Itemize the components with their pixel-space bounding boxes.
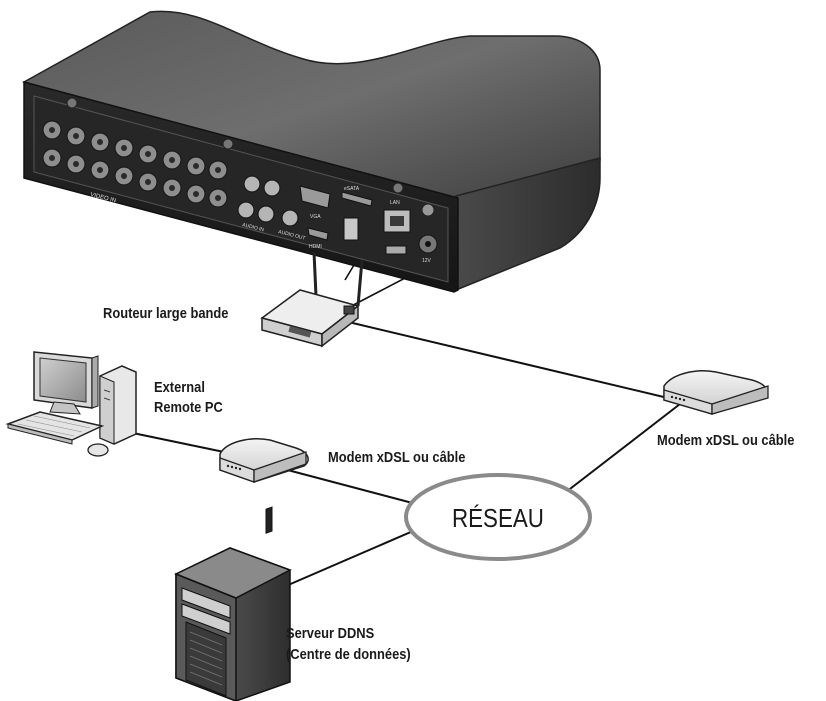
vga-label: VGA bbox=[310, 214, 321, 220]
hdmi-label: HDMI bbox=[309, 244, 322, 250]
screw-icon bbox=[392, 182, 404, 194]
line-network-to-server bbox=[271, 527, 421, 593]
screw-icon bbox=[66, 97, 78, 109]
router-label: Routeur large bande bbox=[103, 305, 229, 322]
dvr-side bbox=[455, 157, 601, 292]
modem-left-label: Modem xDSL ou câble bbox=[328, 449, 466, 466]
line-router-to-modem-right bbox=[339, 319, 669, 399]
ddns-server bbox=[174, 506, 292, 701]
mouse bbox=[87, 443, 109, 457]
network-label: RÉSEAU bbox=[452, 503, 544, 533]
esata-label: eSATA bbox=[344, 186, 360, 192]
dvr-top bbox=[22, 10, 601, 209]
terminal-block bbox=[343, 217, 359, 241]
remote-pc-label-line2: Remote PC bbox=[154, 399, 223, 416]
dc-label: 12V bbox=[422, 258, 432, 264]
line-modem-right-to-network bbox=[565, 403, 681, 493]
audio-connectors bbox=[237, 175, 299, 227]
antenna-left bbox=[312, 251, 318, 297]
antenna-right bbox=[356, 259, 364, 307]
screw-icon bbox=[421, 203, 435, 217]
vga-port bbox=[299, 185, 331, 209]
audio-in-label: AUDIO IN bbox=[242, 222, 265, 233]
line-pc-to-modem-left bbox=[127, 431, 225, 453]
remote-pc-label-line1: External bbox=[154, 379, 205, 396]
server-label-line2: (Centre de données) bbox=[286, 646, 411, 663]
server-label-line1: Serveur DDNS bbox=[286, 625, 375, 642]
hdmi-port bbox=[307, 227, 329, 241]
broadband-router bbox=[260, 251, 364, 348]
modem-right-label: Modem xDSL ou câble bbox=[657, 432, 795, 449]
remote-pc bbox=[5, 351, 137, 457]
line-modem-left-to-network bbox=[279, 467, 421, 506]
modem-left bbox=[219, 438, 309, 483]
dvr-device: VIDEO IN AUDIO IN AUDIO OUT VGA HDMI eSA… bbox=[22, 10, 601, 293]
esata-port bbox=[341, 191, 373, 207]
network-cloud bbox=[404, 473, 592, 561]
screw-icon bbox=[222, 138, 234, 150]
lan-label: LAN bbox=[390, 200, 400, 206]
modem-right bbox=[663, 370, 769, 415]
usb-port bbox=[385, 245, 407, 255]
